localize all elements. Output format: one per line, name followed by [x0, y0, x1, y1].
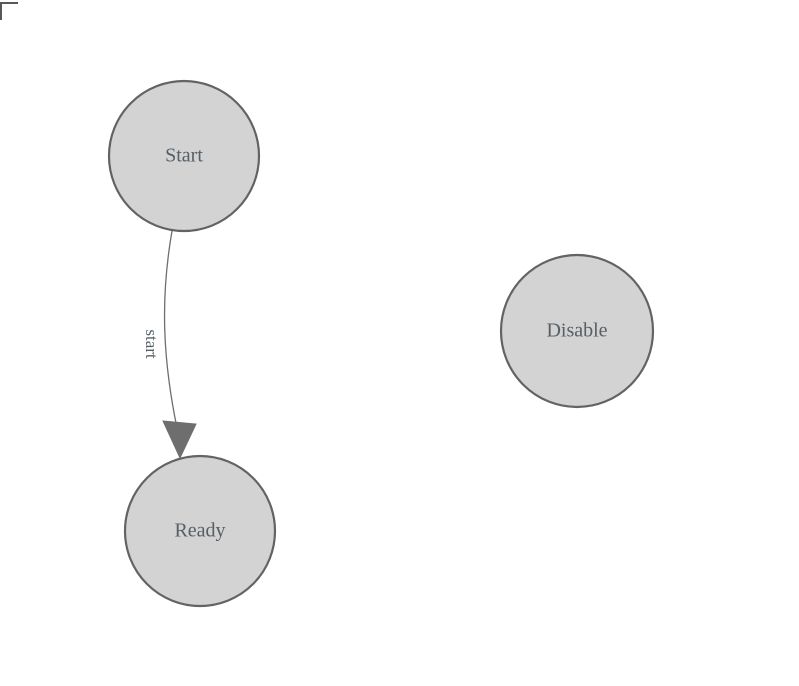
node-ready-label: Ready: [174, 520, 225, 542]
node-disable-label: Disable: [546, 320, 607, 342]
edge-start-to-ready[interactable]: start: [142, 230, 197, 460]
edge-line: [163, 230, 178, 429]
edge-label-start: start: [142, 329, 161, 359]
node-ready-circle[interactable]: [123, 454, 277, 608]
node-start-circle[interactable]: [107, 79, 261, 233]
arrowhead-icon: [162, 420, 197, 460]
node-disable[interactable]: Disable: [499, 253, 655, 409]
node-disable-circle[interactable]: [499, 253, 655, 409]
node-ready[interactable]: Ready: [123, 454, 277, 608]
node-start-label: Start: [165, 145, 203, 167]
canvas-corner-marker-icon: [0, 2, 18, 20]
node-start[interactable]: Start: [107, 79, 261, 233]
